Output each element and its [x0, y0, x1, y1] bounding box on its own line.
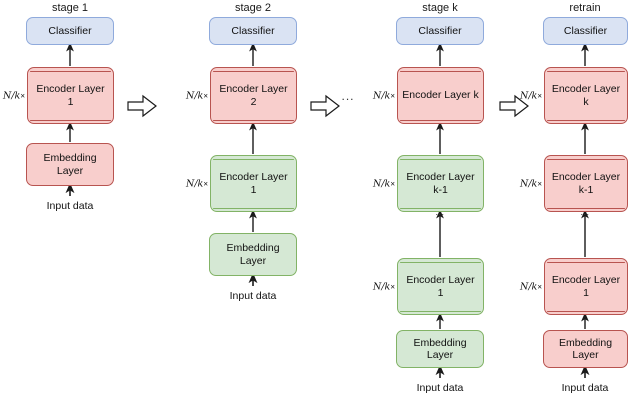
stage-2-classifier-label: Classifier: [231, 24, 275, 37]
repeat-fraction: N/k: [373, 178, 391, 189]
stage-k-encoder-layer-k-repeat-label: N/k×: [373, 90, 395, 101]
repeat-fraction: N/k: [186, 178, 204, 189]
repeat-times-symbol: ×: [390, 91, 395, 100]
stage-k-encoder-layer-k: Encoder Layer k: [397, 67, 484, 124]
retrain-embedding-layer: Embedding Layer: [543, 330, 628, 368]
stage-2-encoder-layer-1-repeat-label: N/k×: [186, 178, 208, 189]
repeat-fraction: N/k: [520, 281, 538, 292]
stage-2-embedding-layer-label: Embedding Layer: [226, 242, 280, 267]
retrain-encoder-layer-k-repeat-label: N/k×: [520, 90, 542, 101]
repeat-times-symbol: ×: [537, 179, 542, 188]
stage-k-encoder-layer-k-1-label: Encoder Layer k-1: [406, 171, 475, 196]
stage-1-classifier: Classifier: [26, 17, 114, 45]
stage-k-encoder-layer-1-repeat-label: N/k×: [373, 281, 395, 292]
stage-2-input-caption: Input data: [229, 290, 277, 302]
stage-k-encoder-layer-1: Encoder Layer 1: [397, 258, 484, 315]
stage-k-skipped-layers-ellipsis: ...: [435, 207, 445, 217]
retrain-encoder-layer-1-label: Encoder Layer 1: [551, 274, 621, 299]
repeat-times-symbol: ×: [203, 91, 208, 100]
retrain-encoder-layer-1-repeat-label: N/k×: [520, 281, 542, 292]
repeat-times-symbol: ×: [537, 91, 542, 100]
stage-2-encoder-layer-1: Encoder Layer 1: [210, 155, 297, 212]
stage-2-encoder-layer-2-repeat-label: N/k×: [186, 90, 208, 101]
transition-arrow-stage2-to-dots: [310, 94, 340, 123]
stage-1-classifier-label: Classifier: [48, 24, 92, 37]
retrain-encoder-layer-k: Encoder Layer k: [544, 67, 628, 124]
repeat-fraction: N/k: [520, 178, 538, 189]
transition-arrow-stage1-to-stage2: [127, 94, 157, 123]
stage-sequence-ellipsis: ...: [341, 89, 355, 103]
column-title-stage-1: stage 1: [51, 2, 89, 14]
transition-arrow-stagek-to-retrain: [499, 94, 529, 123]
stage-k-input-caption: Input data: [416, 382, 464, 394]
repeat-fraction: N/k: [3, 90, 21, 101]
stage-1-encoder-layer-1: Encoder Layer 1: [27, 67, 114, 124]
repeat-times-symbol: ×: [203, 179, 208, 188]
stage-k-classifier-label: Classifier: [418, 24, 462, 37]
retrain-encoder-layer-k-label: Encoder Layer k: [551, 83, 621, 108]
retrain-classifier: Classifier: [543, 17, 628, 45]
retrain-classifier-label: Classifier: [563, 24, 608, 37]
stage-k-encoder-layer-k-1-repeat-label: N/k×: [373, 178, 395, 189]
stage-2-classifier: Classifier: [209, 17, 297, 45]
stage-k-embedding-layer-label: Embedding Layer: [413, 336, 467, 361]
repeat-times-symbol: ×: [537, 282, 542, 291]
column-title-stage-k: stage k: [422, 2, 458, 14]
column-title-retrain: retrain: [569, 2, 601, 14]
stage-1-embedding-layer: Embedding Layer: [26, 143, 114, 186]
repeat-fraction: N/k: [186, 90, 204, 101]
stage-2-encoder-layer-2-label: Encoder Layer 2: [219, 83, 288, 108]
repeat-fraction: N/k: [373, 281, 391, 292]
stage-1-input-caption: Input data: [46, 200, 94, 212]
retrain-embedding-layer-label: Embedding Layer: [558, 336, 613, 361]
stage-2-encoder-layer-1-label: Encoder Layer 1: [219, 171, 288, 196]
retrain-encoder-layer-k-1-repeat-label: N/k×: [520, 178, 542, 189]
retrain-encoder-layer-k-1-label: Encoder Layer k-1: [551, 171, 621, 196]
repeat-times-symbol: ×: [20, 91, 25, 100]
repeat-fraction: N/k: [520, 90, 538, 101]
stage-1-encoder-layer-1-repeat-label: N/k×: [3, 90, 25, 101]
retrain-encoder-layer-1: Encoder Layer 1: [544, 258, 628, 315]
retrain-input-caption: Input data: [561, 382, 609, 394]
repeat-times-symbol: ×: [390, 282, 395, 291]
stage-k-encoder-layer-1-label: Encoder Layer 1: [406, 274, 475, 299]
retrain-skipped-layers-ellipsis: ...: [580, 207, 590, 217]
stage-k-encoder-layer-k-1: Encoder Layer k-1: [397, 155, 484, 212]
stage-k-classifier: Classifier: [396, 17, 484, 45]
stage-1-embedding-layer-label: Embedding Layer: [43, 152, 97, 177]
stage-k-encoder-layer-k-label: Encoder Layer k: [402, 89, 479, 102]
stage-2-encoder-layer-2: Encoder Layer 2: [210, 67, 297, 124]
repeat-fraction: N/k: [373, 90, 391, 101]
stage-k-embedding-layer: Embedding Layer: [396, 330, 484, 368]
stage-2-embedding-layer: Embedding Layer: [209, 233, 297, 276]
stage-1-encoder-layer-1-label: Encoder Layer 1: [36, 83, 105, 108]
retrain-encoder-layer-k-1: Encoder Layer k-1: [544, 155, 628, 212]
repeat-times-symbol: ×: [390, 179, 395, 188]
column-title-stage-2: stage 2: [234, 2, 272, 14]
